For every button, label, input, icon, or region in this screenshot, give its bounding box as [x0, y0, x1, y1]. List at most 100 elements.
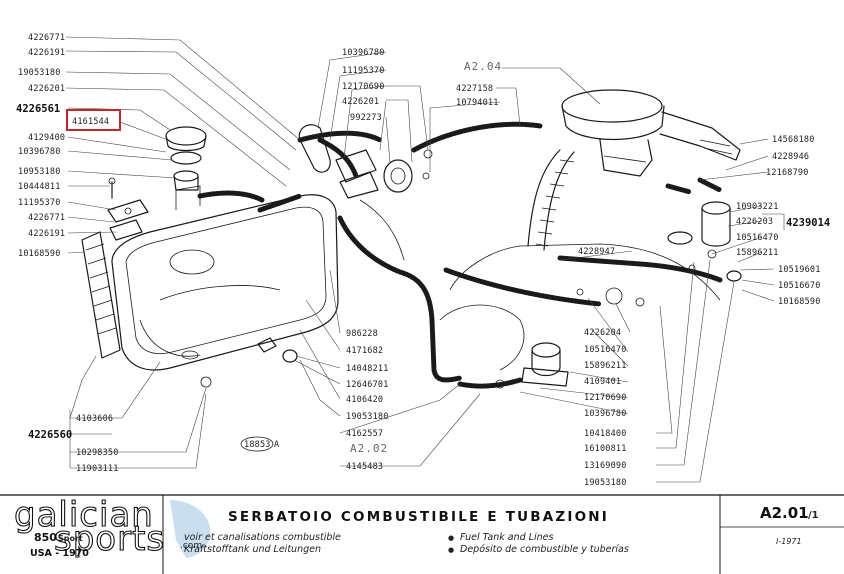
- part-number-label[interactable]: 10794011: [456, 98, 499, 108]
- part-labels-left: 4226771 4226191 19053180 4226201 4226561…: [16, 33, 109, 259]
- part-number-label[interactable]: 11903111: [76, 464, 119, 474]
- title-french: voir et canalisations combustible: [184, 532, 341, 543]
- part-number-label[interactable]: 11195370: [18, 198, 61, 208]
- part-number-label[interactable]: 15896211: [584, 361, 627, 371]
- part-number-label[interactable]: 10298350: [76, 448, 119, 458]
- brand-logo-domain: .com: [180, 541, 202, 551]
- reference-A2-04[interactable]: A2.04: [464, 60, 502, 73]
- page-sub: /1: [808, 510, 819, 521]
- part-labels-right: 14568180 4228946 12168790 10903221 42262…: [736, 135, 830, 307]
- fuel-filter-canister: [576, 201, 742, 307]
- part-number-label[interactable]: 10516670: [778, 281, 821, 291]
- part-number-label[interactable]: 16100811: [584, 444, 627, 454]
- part-number-label[interactable]: 4106420: [346, 395, 383, 405]
- part-number-label[interactable]: 4103606: [76, 414, 113, 424]
- market-year: USA - 1970: [30, 548, 89, 559]
- part-number-label[interactable]: 4227158: [456, 84, 493, 94]
- model-variant: Sport: [58, 534, 83, 543]
- part-labels-top-center: 10396780 11195370 12170690 4226201 42343…: [342, 48, 385, 123]
- part-number-label[interactable]: 15896211: [736, 248, 779, 258]
- part-number-label[interactable]: 4129400: [28, 133, 65, 143]
- part-number-label[interactable]: 10418400: [584, 429, 627, 439]
- brand-logo-line2: sports: [54, 519, 165, 559]
- drawing-suffix: A: [274, 440, 279, 450]
- bullet: ●: [448, 534, 454, 542]
- part-number-label[interactable]: 12168790: [766, 168, 809, 178]
- highlight-box: [66, 109, 121, 131]
- part-number-label[interactable]: 4226201: [28, 84, 65, 94]
- model-number: 850: [34, 531, 57, 544]
- illustration: [81, 89, 742, 389]
- part-number-label[interactable]: 10953180: [18, 167, 61, 177]
- part-number-label[interactable]: 14048211: [346, 364, 389, 374]
- part-number-label[interactable]: 4226201: [342, 97, 379, 107]
- part-number-label[interactable]: 11195370: [342, 66, 385, 76]
- part-number-label[interactable]: 19053180: [584, 478, 627, 488]
- vent-valve-assembly: [298, 124, 433, 199]
- title-spanish: Depósito de combustible y tuberías: [460, 544, 629, 555]
- part-number-label[interactable]: 10396780: [584, 409, 627, 419]
- part-number-label[interactable]: 4239014: [786, 217, 830, 229]
- part-number-label[interactable]: 4226771: [28, 33, 65, 43]
- part-labels-bottom-center: 986228 4171682 14048211 12646701 4106420…: [346, 329, 389, 472]
- title-german: Kraftstofftank und Leitungen: [184, 544, 321, 555]
- edition-date: I-1971: [776, 537, 802, 546]
- air-filter-carburetor: [561, 89, 741, 177]
- page-title: SERBATOIO COMBUSTIBILE E TUBAZIONI: [228, 509, 609, 525]
- fuel-tank: [111, 185, 339, 371]
- fuel-lines: [197, 121, 723, 389]
- drawing-number-badge: 18853 A: [240, 436, 279, 452]
- part-labels-center-right: 4228947 4226204 10516470 15896211 410940…: [578, 247, 627, 488]
- leader-lines: [65, 36, 785, 483]
- footer: galician sports .com 850 Sport USA - 197…: [0, 494, 844, 574]
- bullet: ●: [448, 546, 454, 554]
- air-duct: [527, 149, 575, 251]
- part-number-label[interactable]: 4226191: [28, 229, 65, 239]
- reference-A2-02[interactable]: A2.02: [350, 442, 388, 455]
- page-code: A2.01: [760, 504, 809, 522]
- part-number-label[interactable]: 10516470: [584, 345, 627, 355]
- drawing-number: 18853: [244, 440, 271, 450]
- part-number-label[interactable]: 10396780: [342, 48, 385, 58]
- part-number-label[interactable]: 992273: [350, 113, 382, 123]
- part-number-label[interactable]: 10168590: [778, 297, 821, 307]
- part-number-label[interactable]: 14568180: [772, 135, 815, 145]
- part-number-label[interactable]: 986228: [346, 329, 378, 339]
- part-number-label[interactable]: 19053180: [18, 68, 61, 78]
- part-number-label[interactable]: 10168590: [18, 249, 61, 259]
- part-number-label[interactable]: 10903221: [736, 202, 779, 212]
- part-number-label[interactable]: 13169090: [584, 461, 627, 471]
- left-fittings: [107, 177, 149, 241]
- brand-logo: galician sports .com: [13, 494, 211, 560]
- part-number-label[interactable]: 4228946: [772, 152, 809, 162]
- part-labels-top-right: A2.04 4227158 10794011: [456, 60, 502, 108]
- part-number-label[interactable]: 10519601: [778, 265, 821, 275]
- part-number-label[interactable]: 4162557: [346, 429, 383, 439]
- part-number-label[interactable]: 4145483: [346, 462, 383, 472]
- part-number-label[interactable]: 4109401: [584, 377, 621, 387]
- part-number-label[interactable]: 4171682: [346, 346, 383, 356]
- part-number-label[interactable]: 12646701: [346, 380, 389, 390]
- loose-hardware: [200, 337, 298, 388]
- part-number-label[interactable]: 4226560: [28, 429, 72, 441]
- part-number-label[interactable]: 4226561: [16, 103, 60, 115]
- part-number-label[interactable]: 4226203: [736, 217, 773, 227]
- part-labels-bottom-left: 4103606 4226560 10298350 11903111: [28, 414, 119, 474]
- part-number-label[interactable]: 10444811: [18, 182, 61, 192]
- part-number-label[interactable]: 10396780: [18, 147, 61, 157]
- brand-logo-line1: galician: [14, 495, 154, 535]
- tank-strap: [81, 231, 121, 359]
- part-number-label[interactable]: 10516470: [736, 233, 779, 243]
- part-number-label[interactable]: 4226771: [28, 213, 65, 223]
- part-number-label[interactable]: 12170690: [584, 393, 627, 403]
- part-number-label[interactable]: 4226191: [28, 48, 65, 58]
- fuel-pump: [495, 342, 569, 389]
- title-english: Fuel Tank and Lines: [460, 532, 553, 543]
- part-number-label[interactable]: 4228947: [578, 247, 615, 257]
- filler-cap-assembly: [165, 126, 207, 191]
- part-number-label[interactable]: 4226204: [584, 328, 621, 338]
- part-number-label[interactable]: 12170690: [342, 82, 385, 92]
- highlighted-part-label[interactable]: 4161544: [72, 117, 109, 127]
- part-number-label[interactable]: 19053180: [346, 412, 389, 422]
